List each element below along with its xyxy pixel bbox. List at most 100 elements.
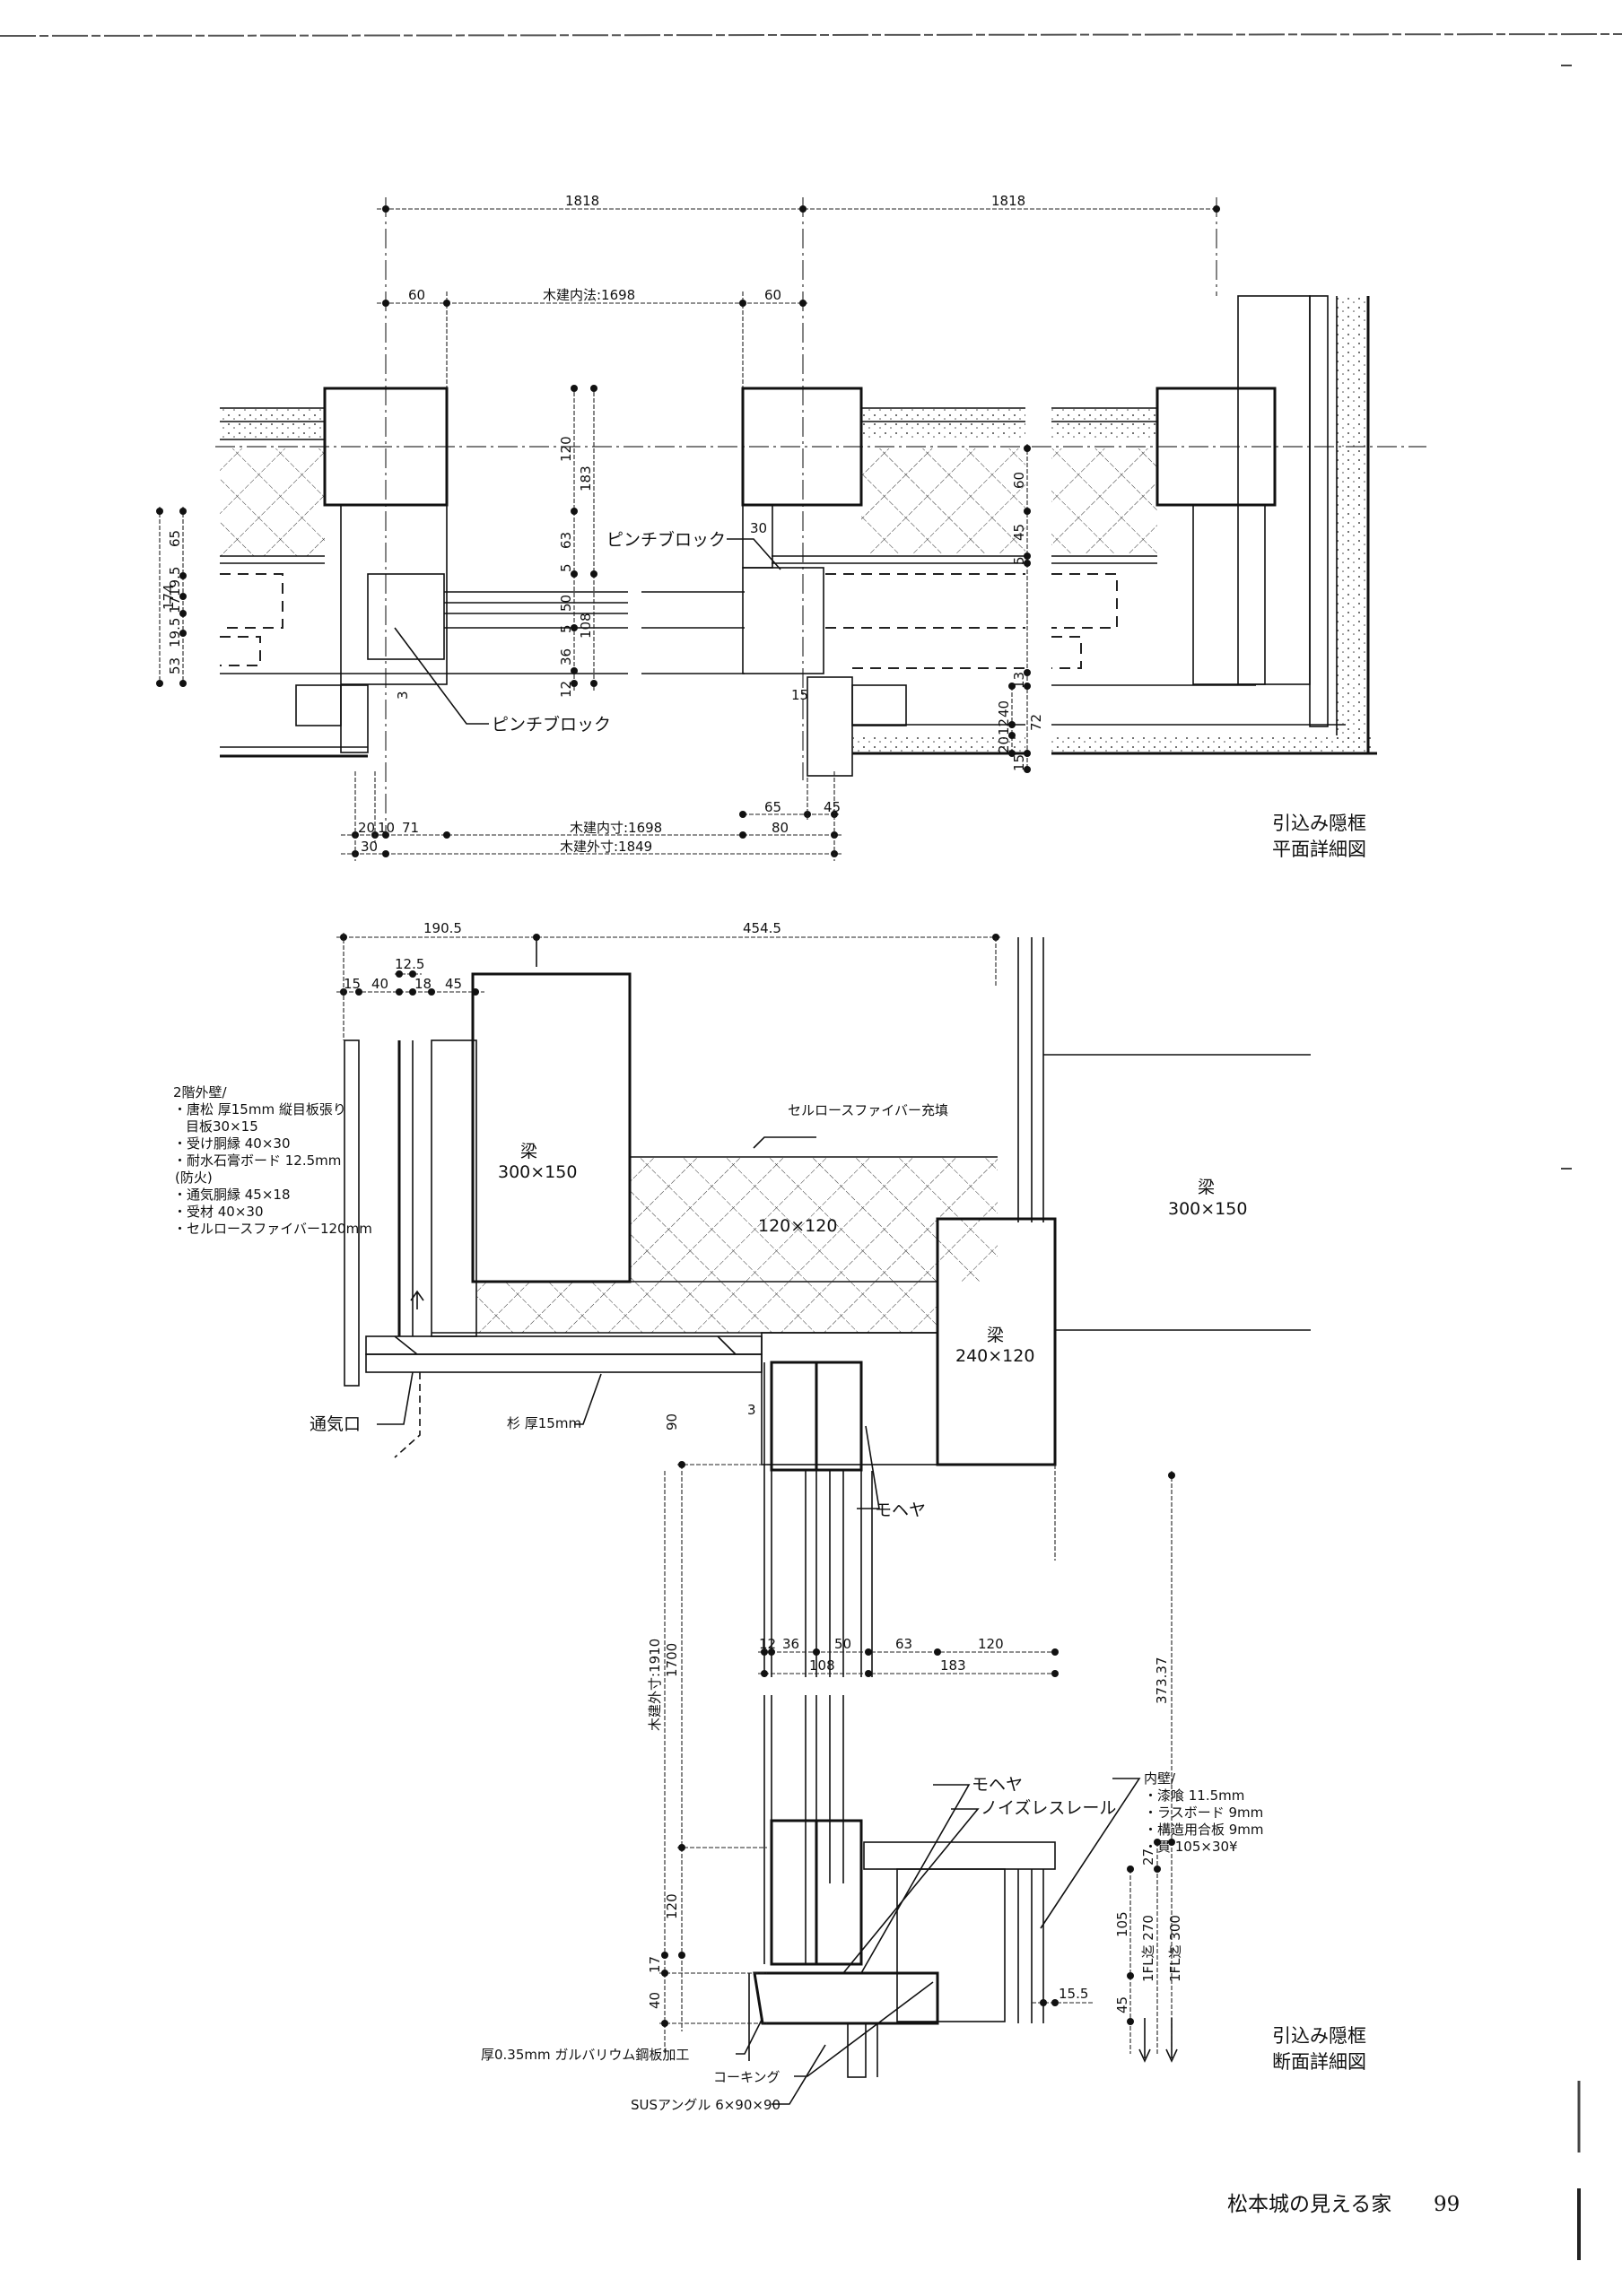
- frame-dim-183: 183: [940, 1657, 966, 1674]
- footer-page-number: 99: [1434, 2193, 1460, 2216]
- page-header-rule: [0, 33, 1622, 37]
- section-dim-18: 18: [414, 976, 432, 992]
- frame-dim-36: 36: [782, 1636, 799, 1652]
- plan-dim-63: 63: [558, 532, 574, 549]
- plan-dim-71: 71: [402, 820, 419, 836]
- plan-dim-outer-size: 木建外寸:1849: [560, 839, 652, 855]
- plan-dim-183: 183: [578, 465, 594, 491]
- plan-dim-108: 108: [578, 613, 594, 639]
- section-dim-45: 45: [445, 976, 462, 992]
- mohair-label-upper: モヘヤ: [875, 1500, 926, 1520]
- insulation-label: セルロースファイバー充填: [788, 1102, 948, 1118]
- ext-note-6: ・通気胴縁 45×18: [173, 1187, 291, 1203]
- section-dim-190-5: 190.5: [423, 920, 462, 936]
- ext-note-0: 2階外壁/: [173, 1084, 228, 1100]
- beam-left-size: 300×150: [498, 1162, 577, 1182]
- int-note-3: ・構造用合板 9mm: [1144, 1822, 1264, 1838]
- section-dim-15: 15: [344, 976, 361, 992]
- plan-dim-72-v: 72: [1028, 714, 1044, 731]
- pinch-block-label-lower: ピンチブロック: [492, 714, 611, 735]
- plan-dim-inner-size: 木建内寸:1698: [570, 820, 662, 836]
- plan-dim-10: 10: [378, 820, 395, 836]
- sus-angle-label: SUSアングル 6×90×90: [631, 2097, 780, 2113]
- interior-wall-notes: 内壁/ ・漆喰 11.5mm ・ラスボード 9mm ・構造用合板 9mm ・貫 …: [1144, 1770, 1264, 1855]
- plan-dim-15-v: 15: [1011, 754, 1027, 771]
- plan-dim-65: 65: [764, 799, 781, 815]
- block-120-label: 120×120: [758, 1216, 837, 1236]
- plan-dim-1818-left: 1818: [565, 193, 599, 209]
- int-note-0: 内壁/: [1144, 1770, 1176, 1787]
- frame-dim-50: 50: [834, 1636, 851, 1652]
- ext-note-3: ・受け胴縁 40×30: [173, 1135, 291, 1152]
- plan-dim-60-right: 60: [764, 287, 781, 303]
- section-dim-3: 3: [747, 1402, 756, 1418]
- plan-title-line1: 引込み隠框: [1272, 813, 1366, 834]
- plan-dim-174: 174: [161, 584, 177, 610]
- beam-mid-name: 梁: [987, 1326, 1004, 1345]
- plan-dim-12: 12: [558, 681, 574, 698]
- plan-dim-80: 80: [772, 820, 789, 836]
- frame-dim-12: 12: [759, 1636, 776, 1652]
- frame-dim-108: 108: [809, 1657, 835, 1674]
- plan-dim-20-v: 20: [996, 736, 1012, 753]
- beam-left-name: 梁: [520, 1142, 537, 1161]
- plan-dim-30-bottom: 30: [361, 839, 378, 855]
- plan-dim-12-v: 12: [996, 718, 1012, 735]
- vent-label: 通気口: [310, 1414, 361, 1434]
- plan-dim-45: 45: [824, 799, 841, 815]
- section-title-line2: 断面詳細図: [1272, 2051, 1366, 2073]
- plan-dim-19-5b: 19.5: [167, 618, 183, 648]
- int-note-1: ・漆喰 11.5mm: [1144, 1787, 1244, 1804]
- ext-note-8: ・セルロースファイバー120mm: [173, 1221, 372, 1237]
- frame-dim-120: 120: [978, 1636, 1004, 1652]
- plan-dim-65: 65: [167, 530, 183, 547]
- plan-dim-13-v: 13: [1011, 672, 1027, 689]
- ext-note-2: 目板30×15: [186, 1118, 258, 1135]
- footer-book-title: 松本城の見える家: [1227, 2193, 1391, 2216]
- plan-dim-20: 20: [358, 820, 375, 836]
- section-dim-90: 90: [664, 1413, 680, 1431]
- beam-right-name: 梁: [1198, 1178, 1215, 1197]
- noiseless-rail-label: ノイズレスレール: [981, 1798, 1116, 1818]
- beam-right-size: 300×150: [1168, 1199, 1247, 1219]
- plan-dim-5: 5: [558, 563, 574, 572]
- ext-note-4: ・耐水石膏ボード 12.5mm: [173, 1152, 341, 1169]
- section-dim-270: 1FL迄 270: [1140, 1915, 1156, 1982]
- plan-dim-36: 36: [558, 648, 574, 665]
- int-note-4: ・貫 105×30¥: [1144, 1839, 1238, 1855]
- mohair-label-lower: モヘヤ: [972, 1775, 1023, 1795]
- section-title-line1: 引込み隠框: [1272, 2025, 1366, 2047]
- beam-mid-size: 240×120: [955, 1346, 1034, 1366]
- exterior-wall-notes: 2階外壁/ ・唐松 厚15mm 縦目板張り 目板30×15 ・受け胴縁 40×3…: [173, 1084, 372, 1237]
- section-detail: 190.5 454.5 15 40 12.5 18 45 2階外壁/ ・唐松 厚…: [173, 920, 1366, 2113]
- frame-dim-63: 63: [895, 1636, 912, 1652]
- section-dim-27: 27: [1140, 1848, 1156, 1866]
- section-dim-105: 105: [1114, 1911, 1130, 1937]
- plan-dim-19-5: 19.5: [167, 567, 183, 596]
- section-dim-45-v: 45: [1114, 1996, 1130, 2013]
- ext-note-1: ・唐松 厚15mm 縦目板張り: [173, 1101, 346, 1118]
- plan-dim-120: 120: [558, 436, 574, 462]
- plan-dim-53: 53: [167, 657, 183, 674]
- plan-dim-inner-clear: 木建内法:1698: [543, 287, 635, 303]
- plan-dim-60-v: 60: [1011, 472, 1027, 489]
- plan-title-line2: 平面詳細図: [1272, 839, 1366, 860]
- galvalume-label: 厚0.35mm ガルバリウム鋼板加工: [481, 2047, 689, 2063]
- section-dim-12-5: 12.5: [395, 956, 424, 972]
- plan-dim-5b: 5: [558, 624, 574, 633]
- plan-dim-60-left: 60: [408, 287, 425, 303]
- section-dim-454-5: 454.5: [743, 920, 781, 936]
- plan-dim-30: 30: [750, 520, 767, 536]
- section-dim-1700: 1700: [664, 1643, 680, 1677]
- plan-dim-15: 15: [791, 687, 808, 703]
- plan-dim-45-v: 45: [1011, 524, 1027, 541]
- section-dim-120-v: 120: [664, 1893, 680, 1919]
- plan-dim-17: 17: [167, 596, 183, 613]
- section-dim-15-5: 15.5: [1059, 1986, 1088, 2002]
- plan-dim-40-v: 40: [996, 700, 1012, 718]
- caulking-label: コーキング: [713, 2069, 780, 2085]
- ext-note-7: ・受材 40×30: [173, 1204, 264, 1220]
- section-dim-40-v: 40: [647, 1992, 663, 2009]
- section-dim-300: 1FL迄 300: [1167, 1915, 1183, 1982]
